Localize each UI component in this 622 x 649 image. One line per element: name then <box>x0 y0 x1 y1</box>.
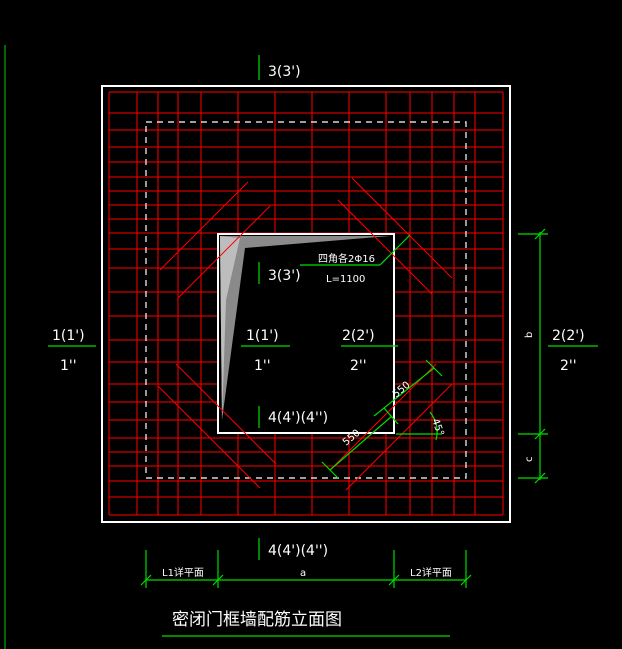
corner-bar-length-label: L=1100 <box>326 274 365 285</box>
corner-bar-label: 四角各2Φ16 <box>318 252 375 265</box>
dim-c-label: c <box>524 457 535 463</box>
left-section-label: 1(1') <box>52 328 85 344</box>
right-section-alt-label: 2'' <box>560 358 577 374</box>
top-section-label: 3(3') <box>268 64 301 80</box>
door-leaf-hatch-inner <box>220 236 240 420</box>
inner-left-section-alt-label: 1'' <box>254 358 271 374</box>
drawing-title: 密闭门框墙配筋立面图 <box>172 610 342 630</box>
left-section-alt-label: 1'' <box>60 358 77 374</box>
door-leaf-hatch <box>220 236 390 420</box>
inner-top-section-label: 3(3') <box>268 268 301 284</box>
dim-a-label: a <box>300 568 306 579</box>
bottom-section-label: 4(4')(4'') <box>268 543 328 559</box>
dim-l2-label: L2详平面 <box>410 566 452 579</box>
dimension-lines <box>48 55 598 637</box>
right-section-label: 2(2') <box>552 328 585 344</box>
inner-right-section-label: 2(2') <box>342 328 375 344</box>
dim-b-label: b <box>524 332 535 338</box>
diagonal-corner-bars <box>157 177 453 491</box>
inner-left-section-label: 1(1') <box>246 328 279 344</box>
dashed-boundary <box>145 121 467 479</box>
wall-outline <box>101 85 511 523</box>
door-opening <box>217 233 395 434</box>
inner-bottom-section-label: 4(4')(4'') <box>268 410 328 426</box>
dim-l1-label: L1详平面 <box>162 566 204 579</box>
inner-right-section-alt-label: 2'' <box>350 358 367 374</box>
